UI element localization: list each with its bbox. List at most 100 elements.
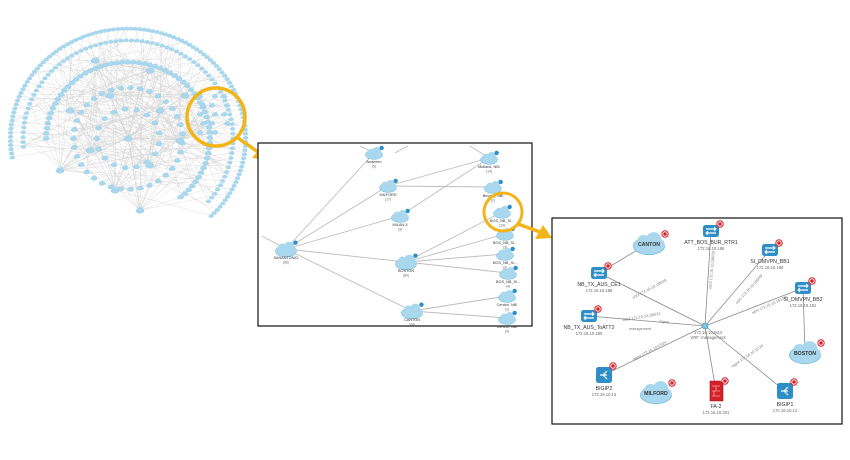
device-label: MILFORD: [644, 391, 668, 397]
cloud-icon: [391, 210, 409, 223]
node-label: BOS_NB_Si...: [493, 261, 517, 265]
overview-node: [105, 27, 112, 32]
overview-node: [64, 55, 71, 61]
info-badge-icon: [513, 265, 518, 271]
panel-mid-node[interactable]: BOS_NB_Si...(4): [496, 265, 520, 289]
overview-node: [211, 129, 219, 135]
overview-node: [83, 168, 91, 175]
info-badge-icon: [379, 145, 384, 151]
panel-mid-node[interactable]: MILFORD(17): [379, 178, 398, 202]
overview-node: [10, 113, 16, 119]
overview-node: [217, 182, 223, 188]
overview-node: [7, 142, 14, 148]
overview-node: [92, 30, 99, 35]
overview-node: [141, 27, 147, 32]
cloud-icon: [401, 303, 423, 320]
overview-hub: [175, 136, 185, 144]
node-count: (4): [505, 330, 509, 334]
device-node[interactable]: CANTON: [633, 230, 669, 256]
alert-badge-icon: [808, 277, 816, 285]
overview-node: [92, 135, 101, 141]
overview-node: [107, 60, 115, 67]
panel-mid-node[interactable]: BOSTON(89): [395, 253, 418, 278]
overview-node: [110, 27, 116, 32]
overview-node: [139, 38, 145, 44]
overview-node: [87, 44, 94, 49]
device-label: BOSTON: [794, 351, 816, 357]
panel-mid-node[interactable]: BOS_NB_Si...(3): [493, 246, 517, 270]
overview-node: [73, 153, 81, 159]
overview-node: [242, 147, 248, 153]
cloud-icon: [633, 232, 665, 256]
panel-mid-node[interactable]: Centrol, NB\(4): [497, 310, 519, 334]
overview-node: [21, 120, 28, 125]
overview-node: [102, 40, 109, 45]
node-count: (3): [503, 266, 507, 270]
panel-mid-node[interactable]: MILAN-3(3): [391, 208, 410, 232]
device-node[interactable]: BOSTON: [789, 339, 825, 365]
overview-node: [229, 187, 235, 192]
device-ip: 172.16.10.186: [698, 246, 725, 251]
overview-node: [22, 115, 29, 120]
device-label: FA-2: [711, 404, 722, 410]
overview-hub: [123, 134, 133, 142]
overview-node: [48, 68, 55, 73]
overview-node: [219, 201, 226, 206]
alert-badge-icon: [661, 230, 669, 238]
overview-node: [73, 117, 81, 123]
overview-node: [16, 94, 22, 99]
panel-mid-node[interactable]: SANANTONIO(86): [273, 240, 299, 265]
node-label: MILFORD: [379, 193, 396, 197]
overview-node: [9, 118, 15, 123]
overview-node: [154, 177, 162, 184]
panel-mid-node[interactable]: BOS_NB_Si...(19): [490, 204, 514, 228]
overview-node: [164, 44, 170, 50]
overview-node: [45, 72, 51, 77]
overview-node: [132, 26, 138, 31]
overview-node: [136, 26, 143, 32]
overview-node: [212, 81, 218, 86]
overview-node: [216, 66, 223, 72]
node-count: (89): [403, 274, 409, 278]
device-node[interactable]: MILFORD: [640, 379, 676, 405]
overview-node: [219, 70, 225, 75]
overview-node: [223, 169, 230, 174]
overview-node: [214, 187, 221, 192]
panel-mid-node[interactable]: CANTON(24): [401, 302, 424, 327]
overview-node: [228, 83, 235, 89]
overview-node: [224, 194, 231, 199]
node-label: Centrol, NB\: [497, 303, 519, 307]
info-badge-icon: [393, 178, 398, 184]
overview-node: [173, 48, 180, 54]
overview-node: [23, 110, 30, 115]
panel-mid-frame: [257, 142, 533, 327]
panel-mid-node[interactable]: Midland, NB\(14): [478, 150, 501, 174]
alert-badge-icon: [721, 377, 729, 385]
overview-node: [97, 29, 103, 34]
panel-mid-node[interactable]: Centrol, NB\(2): [497, 288, 519, 312]
panel-mid-node[interactable]: Anaheim(5): [365, 145, 384, 169]
cloud-icon: [395, 254, 417, 271]
alert-badge-icon: [604, 262, 612, 270]
node-count: (2): [505, 308, 509, 312]
overview-node: [20, 134, 26, 140]
cloud-icon: [484, 181, 502, 194]
overview-node: [57, 91, 65, 97]
overview-node: [121, 164, 129, 171]
overview-node: [42, 75, 48, 81]
overview-node: [231, 183, 237, 188]
cloud-icon: [275, 241, 297, 258]
device-ip: 172.16.10.12: [773, 408, 798, 413]
overview-node: [226, 160, 233, 165]
firewall-icon: [709, 380, 724, 402]
